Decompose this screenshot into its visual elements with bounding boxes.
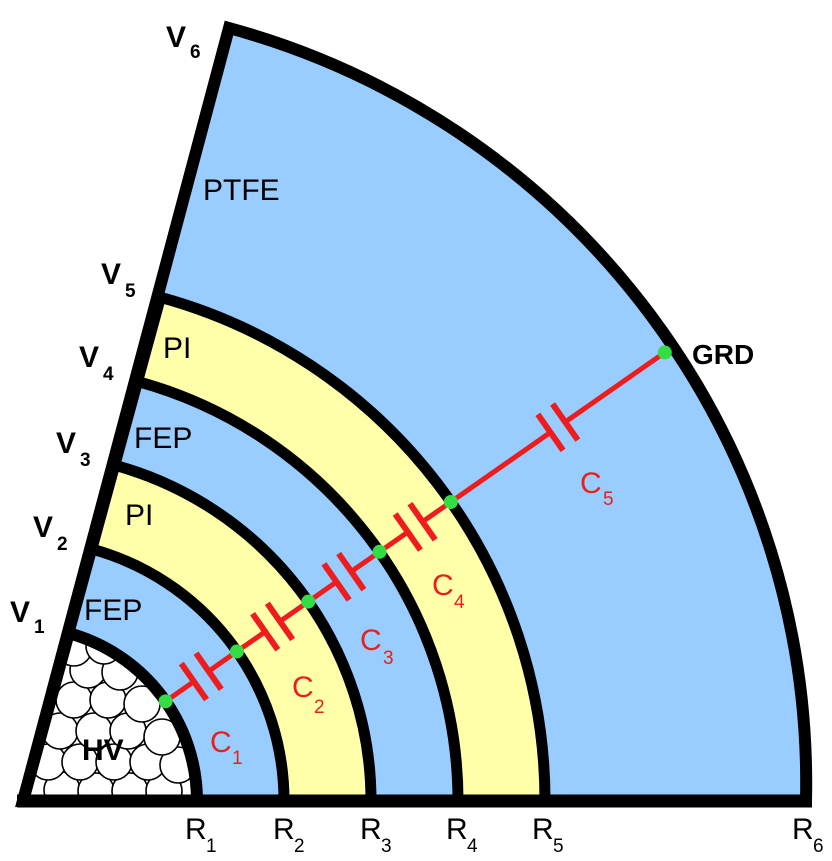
capacitor-label-c2: C2 xyxy=(292,671,325,718)
radius-label-r1: R1 xyxy=(185,813,217,857)
svg-text:C: C xyxy=(360,624,382,657)
svg-text:V: V xyxy=(10,596,30,629)
voltage-label-v2: V2 xyxy=(33,511,68,555)
svg-text:1: 1 xyxy=(206,836,217,857)
svg-text:C: C xyxy=(580,467,602,500)
layer-label-pi-outer: PI xyxy=(163,332,191,365)
capacitor-plate xyxy=(264,601,296,642)
svg-text:V: V xyxy=(33,511,53,544)
svg-text:1: 1 xyxy=(34,617,45,638)
svg-text:R: R xyxy=(185,813,207,846)
svg-text:4: 4 xyxy=(103,364,114,385)
radius-label-r2: R2 xyxy=(273,813,305,857)
radius-label-r6: R6 xyxy=(792,813,824,857)
node-dot xyxy=(443,494,458,509)
capacitor-lead xyxy=(563,350,667,425)
svg-text:R: R xyxy=(446,813,468,846)
svg-text:5: 5 xyxy=(125,281,136,302)
svg-text:V: V xyxy=(79,341,99,374)
svg-text:C: C xyxy=(210,726,232,759)
voltage-label-v3: V3 xyxy=(56,427,91,471)
capacitor-label-c3: C3 xyxy=(360,624,394,669)
capacitor-label-c4: C4 xyxy=(432,569,465,613)
node-dot xyxy=(158,694,173,709)
voltage-label-v4: V4 xyxy=(79,341,114,385)
svg-text:1: 1 xyxy=(232,748,243,769)
capacitor-plate xyxy=(193,651,224,691)
layer-label-fep-inner: FEP xyxy=(84,594,142,627)
svg-text:V: V xyxy=(56,427,76,460)
capacitor-plate xyxy=(336,551,367,592)
radius-label-r5: R5 xyxy=(532,813,564,857)
svg-text:3: 3 xyxy=(80,450,91,471)
voltage-label-v5: V5 xyxy=(101,258,136,302)
layer-label-pi-inner: PI xyxy=(125,499,153,532)
capacitor-plate xyxy=(178,661,209,702)
svg-text:6: 6 xyxy=(813,836,824,857)
capacitor-plate xyxy=(535,412,566,453)
capacitor-plate xyxy=(321,562,352,602)
layer-label-fep-outer: FEP xyxy=(134,422,192,455)
ground-label: GRD xyxy=(692,339,754,370)
svg-text:4: 4 xyxy=(467,836,478,857)
capacitor-lead xyxy=(449,430,552,505)
radius-label-r3: R3 xyxy=(360,813,392,857)
svg-text:R: R xyxy=(273,813,295,846)
svg-text:6: 6 xyxy=(190,42,201,63)
core-label: HV xyxy=(82,734,124,767)
svg-text:V: V xyxy=(101,258,121,291)
node-dot xyxy=(372,544,387,559)
svg-text:C: C xyxy=(432,569,454,602)
capacitor-plate xyxy=(407,501,438,542)
svg-text:2: 2 xyxy=(57,534,68,555)
svg-text:C: C xyxy=(292,671,314,704)
svg-text:3: 3 xyxy=(381,836,392,857)
svg-text:5: 5 xyxy=(603,489,614,510)
capacitor-plate xyxy=(550,402,581,442)
node-dot xyxy=(229,644,244,659)
conductor-core xyxy=(15,625,204,807)
svg-text:2: 2 xyxy=(294,836,305,857)
svg-text:R: R xyxy=(360,813,382,846)
node-dot xyxy=(657,345,672,360)
layer-label-ptfe: PTFE xyxy=(203,174,280,207)
svg-text:4: 4 xyxy=(454,592,465,613)
svg-text:2: 2 xyxy=(314,697,325,718)
capacitor-ladder xyxy=(158,345,672,709)
node-dot xyxy=(301,594,316,609)
svg-text:5: 5 xyxy=(553,836,564,857)
svg-text:V: V xyxy=(166,21,186,54)
capacitor-plate xyxy=(250,611,281,652)
svg-text:R: R xyxy=(532,813,554,846)
svg-text:3: 3 xyxy=(383,648,394,669)
capacitor-plate xyxy=(392,512,423,552)
svg-text:R: R xyxy=(792,813,814,846)
radius-label-r4: R4 xyxy=(446,813,478,857)
